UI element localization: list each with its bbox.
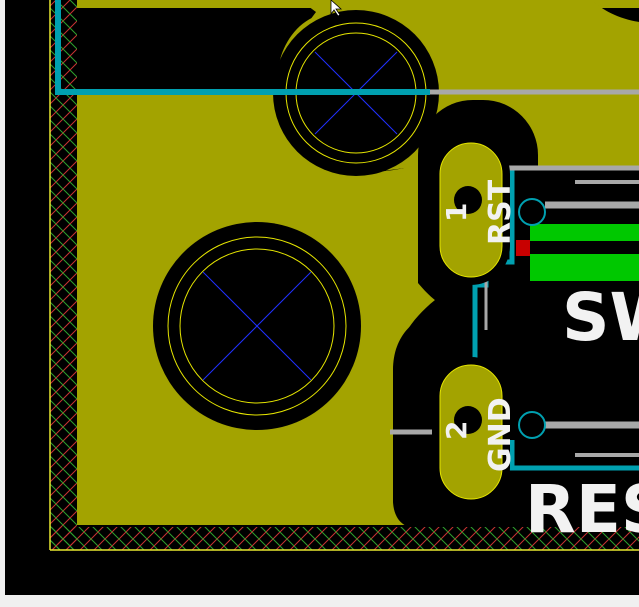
pad-2-net-label: GND [483,397,518,472]
pad-1[interactable] [432,135,546,285]
pad-2[interactable] [432,357,546,507]
board-edge-outline [49,0,639,551]
pad-2-number: 2 [440,421,473,440]
pad-1-number: 1 [440,203,473,222]
silkscreen-reset-label: RES [525,471,639,548]
pad-1-net-label: RST [483,179,518,245]
mouse-pointer-icon [330,0,343,17]
mounting-hole-bottom[interactable] [167,236,347,416]
silkscreen-switch-label: SW [562,279,639,356]
